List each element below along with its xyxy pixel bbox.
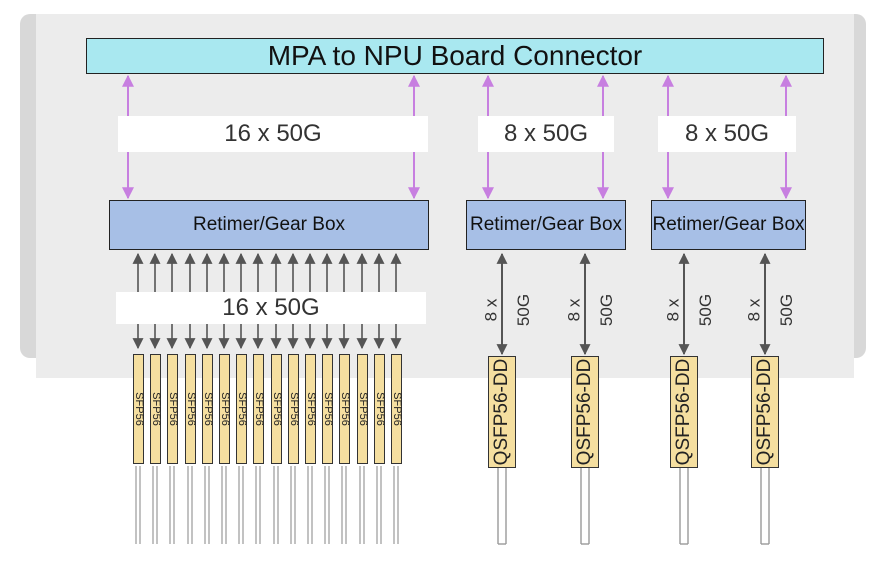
retimer-right: Retimer/Gear Box <box>651 200 806 250</box>
qsfp56-dd-module: QSFP56-DD <box>571 356 599 468</box>
sfp56-module: SFP56 <box>356 354 369 464</box>
retimer-left: Retimer/Gear Box <box>109 200 429 250</box>
sfp56-module: SFP56 <box>390 354 403 464</box>
qsfp-link-speed-label: 50G <box>597 293 617 327</box>
sfp56-label: SFP56 <box>132 392 145 426</box>
sfp56-label: SFP56 <box>184 392 197 426</box>
sfp56-label: SFP56 <box>321 392 334 426</box>
qsfp56-dd-module: QSFP56-DD <box>488 356 516 468</box>
link-label-left-top: 16 x 50G <box>118 116 428 152</box>
qsfp56-dd-label: QSFP56-DD <box>754 358 775 466</box>
link-label-left-bottom: 16 x 50G <box>116 292 426 324</box>
sfp56-module: SFP56 <box>132 354 145 464</box>
sfp56-label: SFP56 <box>201 392 214 426</box>
qsfp-link-count-label: 8 x <box>481 298 501 322</box>
retimer-middle: Retimer/Gear Box <box>466 200 626 250</box>
qsfp56-dd-label: QSFP56-DD <box>491 358 512 466</box>
sfp56-module: SFP56 <box>304 354 317 464</box>
sfp56-label: SFP56 <box>235 392 248 426</box>
qsfp-link-speed-label: 50G <box>777 293 797 327</box>
sfp56-label: SFP56 <box>304 392 317 426</box>
sfp56-label: SFP56 <box>270 392 283 426</box>
sfp56-module: SFP56 <box>166 354 179 464</box>
sfp56-label: SFP56 <box>149 392 162 426</box>
sfp56-module: SFP56 <box>287 354 300 464</box>
sfp56-module: SFP56 <box>321 354 334 464</box>
sfp56-module: SFP56 <box>149 354 162 464</box>
qsfp-link-count-label: 8 x <box>744 298 764 322</box>
sfp56-module: SFP56 <box>338 354 351 464</box>
board-connector: MPA to NPU Board Connector <box>86 38 824 74</box>
sfp56-module: SFP56 <box>184 354 197 464</box>
qsfp56-dd-module: QSFP56-DD <box>670 356 698 468</box>
sfp56-module: SFP56 <box>201 354 214 464</box>
sfp56-label: SFP56 <box>356 392 369 426</box>
sfp56-label: SFP56 <box>218 392 231 426</box>
sfp56-module: SFP56 <box>270 354 283 464</box>
qsfp56-dd-module: QSFP56-DD <box>751 356 779 468</box>
sfp56-label: SFP56 <box>390 392 403 426</box>
qsfp-link-count-label: 8 x <box>564 298 584 322</box>
sfp56-label: SFP56 <box>373 392 386 426</box>
qsfp-link-count-label: 8 x <box>663 298 683 322</box>
qsfp56-dd-label: QSFP56-DD <box>673 358 694 466</box>
link-label-right-top: 8 x 50G <box>658 116 796 152</box>
link-label-mid-top: 8 x 50G <box>478 116 614 152</box>
sfp56-label: SFP56 <box>287 392 300 426</box>
sfp56-label: SFP56 <box>338 392 351 426</box>
sfp56-module: SFP56 <box>252 354 265 464</box>
qsfp-link-speed-label: 50G <box>696 293 716 327</box>
sfp56-label: SFP56 <box>252 392 265 426</box>
sfp56-label: SFP56 <box>166 392 179 426</box>
qsfp56-dd-label: QSFP56-DD <box>574 358 595 466</box>
qsfp-link-speed-label: 50G <box>514 293 534 327</box>
sfp56-module: SFP56 <box>373 354 386 464</box>
sfp56-module: SFP56 <box>235 354 248 464</box>
sfp56-module: SFP56 <box>218 354 231 464</box>
